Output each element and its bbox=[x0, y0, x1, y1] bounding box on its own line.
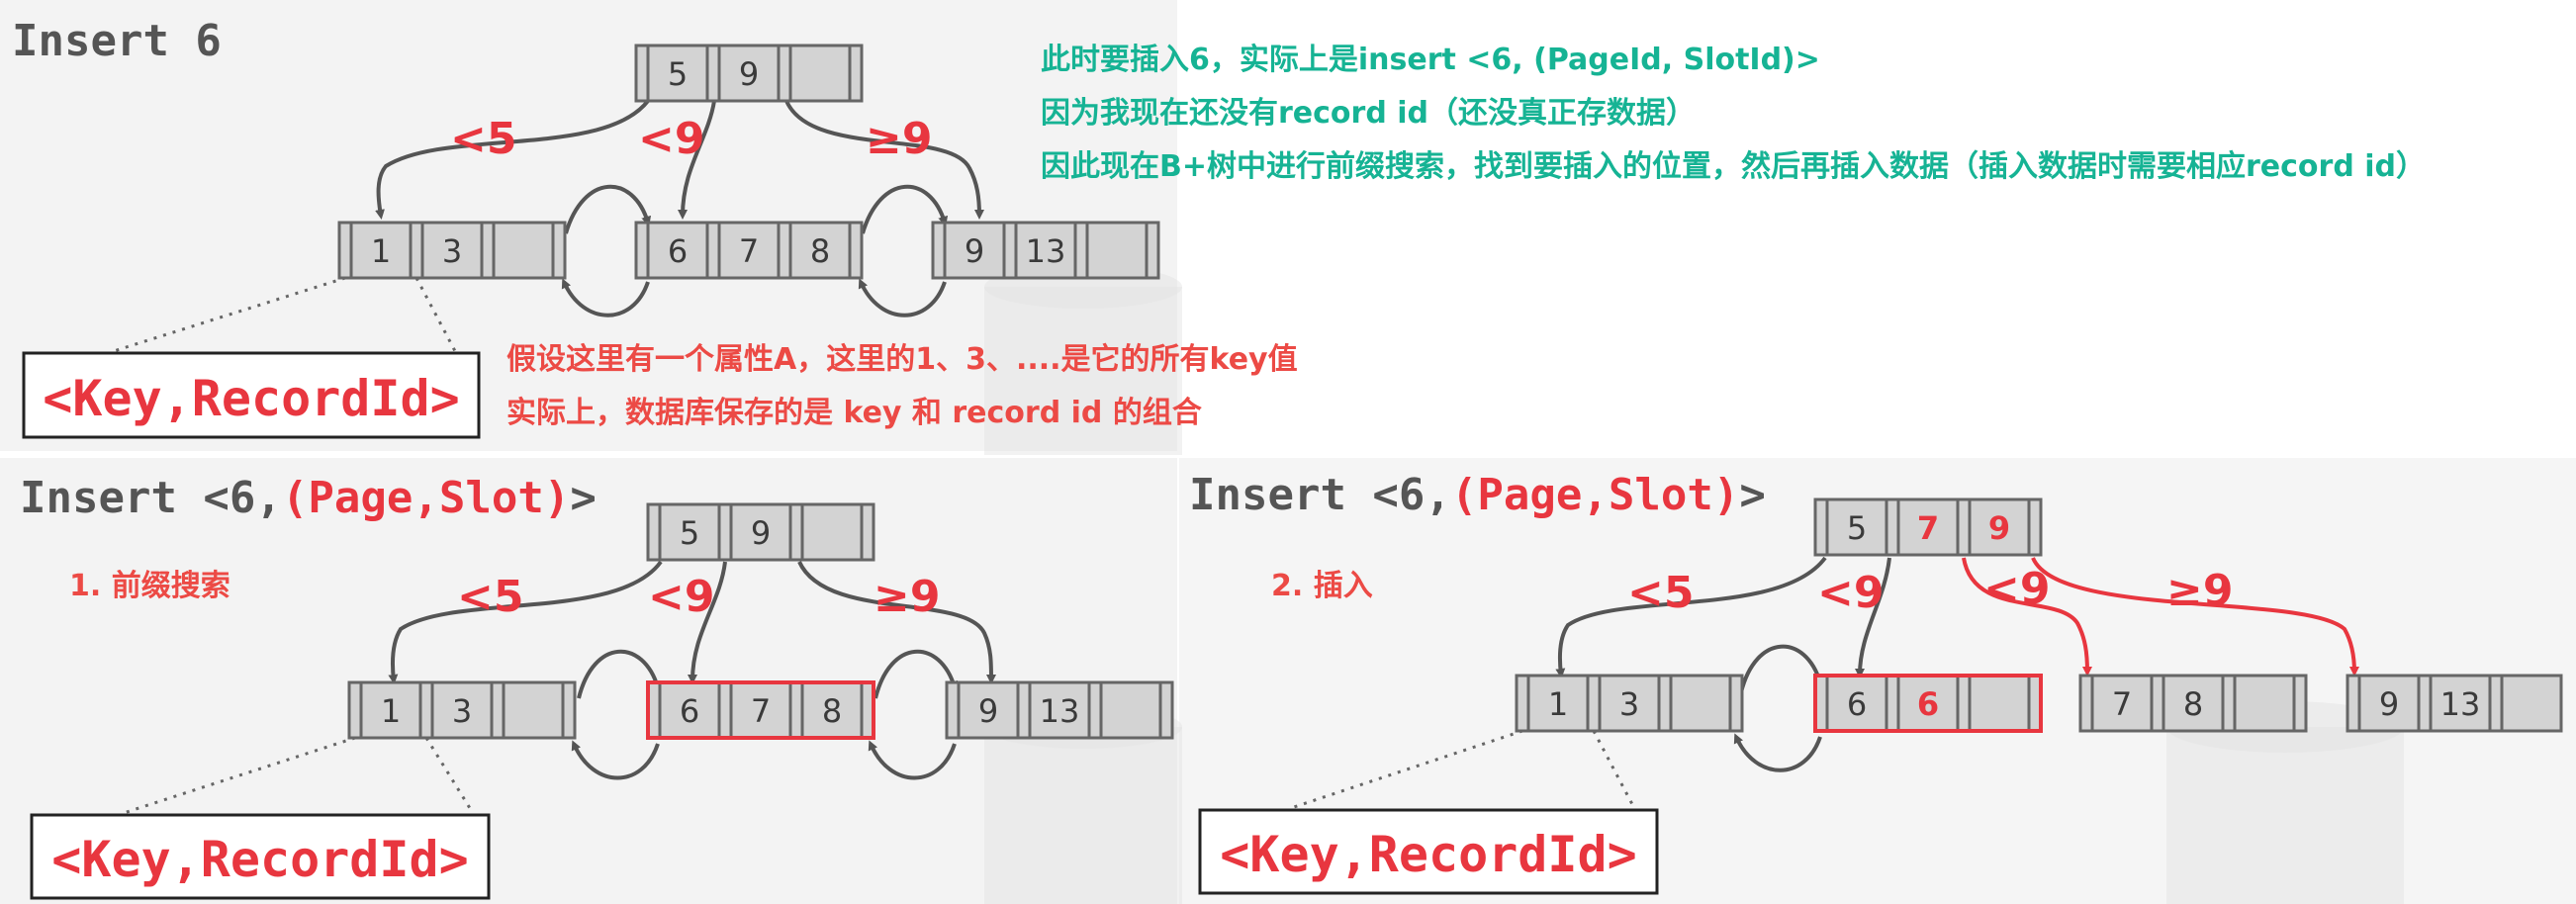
leaf-key: 7 bbox=[739, 232, 759, 270]
inserted-node-highlight bbox=[1813, 674, 2043, 733]
edge-label-lt5: <5 bbox=[1627, 568, 1694, 618]
red-note-line-1: 假设这里有一个属性A，这里的1、3、....是它的所有key值 bbox=[506, 342, 1298, 377]
note-line-1: 此时要插入6，实际上是insert <6, (PageId, SlotId)> bbox=[1041, 43, 1820, 77]
root-key-1: 5 bbox=[680, 514, 699, 552]
bottom-right-edge-labels: <5 <9 <9 ≥9 bbox=[1627, 564, 2233, 618]
bottom-left-edge-labels: <5 <9 ≥9 bbox=[457, 572, 940, 622]
leaf-key: 1 bbox=[371, 232, 391, 270]
root-key-2: 9 bbox=[739, 55, 759, 93]
edge-label-lt5: <5 bbox=[457, 572, 523, 622]
bottom-right-leaf-node-4: 9 13 bbox=[2346, 674, 2563, 733]
leaf-key: 3 bbox=[452, 692, 472, 730]
leaf-key: 8 bbox=[822, 692, 842, 730]
top-root-node: 5 9 bbox=[634, 44, 864, 103]
bottom-right-child-arrows bbox=[1555, 556, 2359, 772]
top-child-arrows bbox=[375, 99, 984, 317]
leaf-key: 13 bbox=[1040, 692, 1080, 730]
top-red-notes: 假设这里有一个属性A，这里的1、3、....是它的所有key值 实际上，数据库保… bbox=[506, 342, 1298, 430]
note-line-2: 因为我现在还没有record id（还没真正存数据） bbox=[1041, 96, 1696, 131]
edge-label-lt9: <9 bbox=[648, 572, 714, 622]
edge-label-ge9: ≥9 bbox=[874, 572, 940, 622]
leaf-key: 9 bbox=[2379, 685, 2399, 723]
top-record-callout: <Key,RecordId> bbox=[22, 276, 481, 439]
leaf-key: 6 bbox=[1847, 685, 1867, 723]
bottom-left-child-arrows bbox=[388, 560, 996, 780]
leaf-key: 13 bbox=[1026, 232, 1066, 270]
bottom-left-title: Insert <6,(Page,Slot)> bbox=[20, 473, 597, 523]
leaf-key: 6 bbox=[680, 692, 699, 730]
leaf-key: 7 bbox=[2112, 685, 2132, 723]
edge-label-ge9: ≥9 bbox=[2166, 566, 2233, 616]
root-key-2-new: 7 bbox=[1917, 509, 1939, 547]
leaf-key: 3 bbox=[442, 232, 462, 270]
record-label: <Key,RecordId> bbox=[1220, 826, 1636, 883]
top-title: Insert 6 bbox=[12, 16, 222, 66]
title-highlight: (Page,Slot) bbox=[1451, 470, 1739, 520]
top-green-notes: 此时要插入6，实际上是insert <6, (PageId, SlotId)> … bbox=[1041, 43, 2426, 184]
bottom-right-leaf-node-2: 6 6 bbox=[1813, 674, 2043, 733]
bottom-right-title: Insert <6,(Page,Slot)> bbox=[1189, 470, 1766, 520]
top-leaf-node-3: 9 13 bbox=[931, 221, 1160, 280]
leaf-key: 6 bbox=[668, 232, 688, 270]
edge-label-ge9: ≥9 bbox=[866, 114, 932, 164]
edge-label-lt9: <9 bbox=[1817, 568, 1884, 618]
bottom-left-leaf-node-3: 9 13 bbox=[945, 680, 1174, 740]
step-label: 1. 前缀搜索 bbox=[69, 569, 230, 603]
bottom-left-record-callout: <Key,RecordId> bbox=[30, 736, 491, 900]
leaf-key: 3 bbox=[1619, 685, 1639, 723]
leaf-key: 9 bbox=[965, 232, 984, 270]
search-target-highlight bbox=[646, 680, 875, 740]
edge-label-lt9: <9 bbox=[638, 114, 704, 164]
red-note-line-2: 实际上，数据库保存的是 key 和 record id 的组合 bbox=[506, 396, 1202, 430]
top-leaf-node-2: 6 7 8 bbox=[634, 221, 864, 280]
bottom-right-leaf-node-3: 7 8 bbox=[2078, 674, 2308, 733]
root-key-1: 5 bbox=[668, 55, 688, 93]
leaf-key: 1 bbox=[381, 692, 401, 730]
leaf-key: 7 bbox=[751, 692, 771, 730]
leaf-key: 13 bbox=[2440, 685, 2481, 723]
bottom-left-root-node: 5 9 bbox=[646, 502, 875, 562]
root-key-3-new: 9 bbox=[1988, 509, 2010, 547]
title-suffix: > bbox=[570, 473, 597, 523]
bottom-right-leaf-node-1: 1 3 bbox=[1515, 674, 1744, 733]
leaf-key: 9 bbox=[978, 692, 998, 730]
top-leaf-node-1: 1 3 bbox=[337, 221, 567, 280]
root-key-1: 5 bbox=[1847, 509, 1867, 547]
edge-label-lt5: <5 bbox=[450, 114, 516, 164]
title-prefix: Insert <6, bbox=[1189, 470, 1451, 520]
step-label: 2. 插入 bbox=[1271, 569, 1373, 603]
leaf-key: 1 bbox=[1548, 685, 1568, 723]
leaf-key: 8 bbox=[810, 232, 830, 270]
leaf-key: 8 bbox=[2183, 685, 2203, 723]
bottom-left-leaf-node-1: 1 3 bbox=[347, 680, 577, 740]
title-suffix: > bbox=[1739, 470, 1766, 520]
title-prefix: Insert <6, bbox=[20, 473, 282, 523]
title-highlight: (Page,Slot) bbox=[282, 473, 570, 523]
edge-label-lt9-new: <9 bbox=[1983, 564, 2050, 614]
bottom-right-root-node: 5 7 9 bbox=[1813, 497, 2043, 557]
record-label: <Key,RecordId> bbox=[51, 831, 468, 888]
bottom-left-leaf-node-2: 6 7 8 bbox=[646, 680, 875, 740]
top-edge-labels: <5 <9 ≥9 bbox=[450, 114, 932, 164]
note-line-3: 因此现在B+树中进行前缀搜索，找到要插入的位置，然后再插入数据（插入数据时需要相… bbox=[1041, 149, 2426, 184]
bottom-right-record-callout: <Key,RecordId> bbox=[1198, 729, 1659, 895]
inserted-key: 6 bbox=[1917, 685, 1939, 723]
record-label: <Key,RecordId> bbox=[43, 370, 459, 427]
root-key-2: 9 bbox=[751, 514, 771, 552]
